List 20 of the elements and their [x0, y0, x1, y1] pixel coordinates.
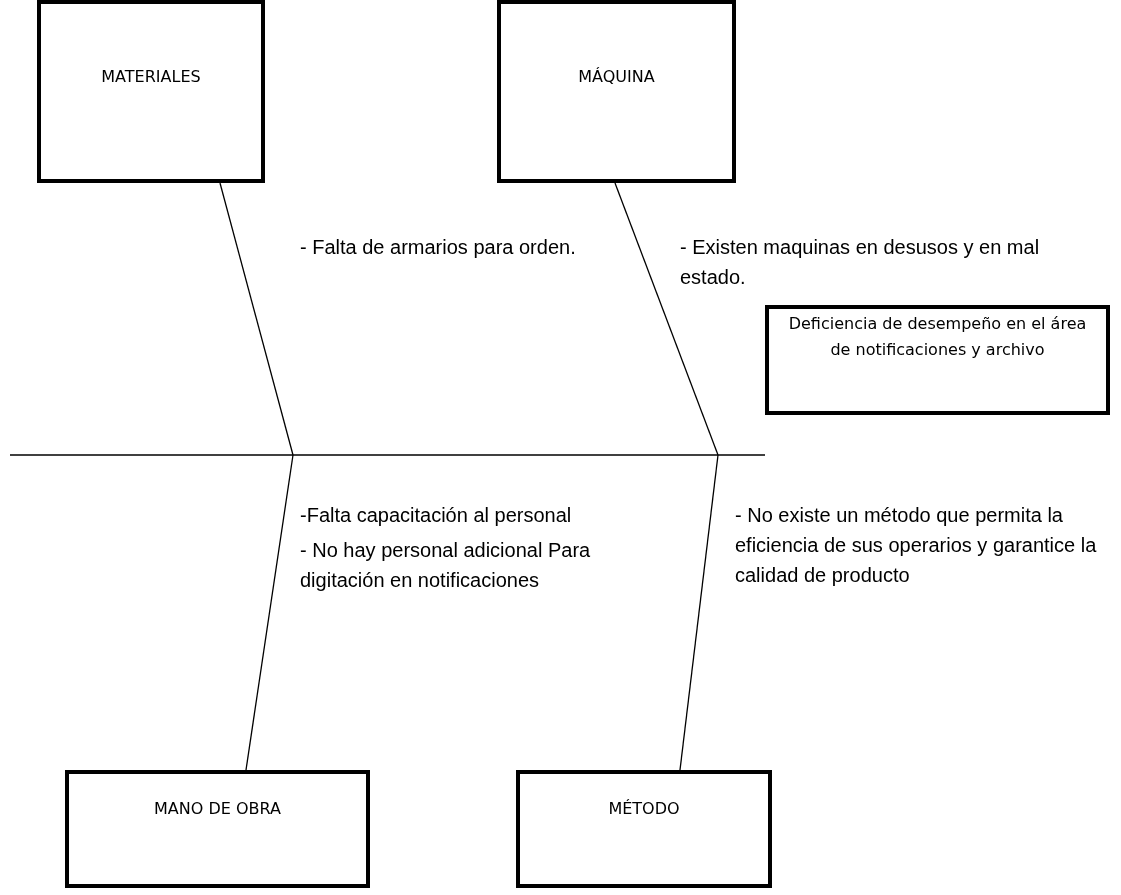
category-label: MÉTODO	[607, 798, 681, 820]
category-box	[65, 770, 370, 888]
bone-line	[614, 182, 719, 456]
cause-text: - Existen maquinas en desusos y en mal estado.	[680, 235, 1041, 290]
bone-line	[245, 454, 294, 771]
category-box	[516, 770, 772, 888]
cause-text: - Falta de armarios para orden.	[300, 235, 577, 260]
effect-box	[765, 305, 1110, 415]
category-box	[37, 0, 265, 183]
bone-line	[219, 182, 294, 456]
category-label: MATERIALES	[100, 66, 202, 88]
spine-line	[9, 454, 766, 456]
category-label: MÁQUINA	[577, 66, 656, 88]
cause-text: - No hay personal adicional Para digitación en notificaciones	[300, 538, 592, 593]
cause-text: -Falta capacitación al personal	[300, 503, 573, 528]
bone-line	[679, 454, 719, 771]
effect-label: Deficiencia de desempeño en el área de notificaciones y archivo	[787, 313, 1088, 361]
cause-text: - No existe un método que permita la eficiencia de sus operarios y garantice la calidad de producto	[735, 503, 1098, 588]
category-label: MANO DE OBRA	[153, 798, 282, 820]
category-box	[497, 0, 736, 183]
